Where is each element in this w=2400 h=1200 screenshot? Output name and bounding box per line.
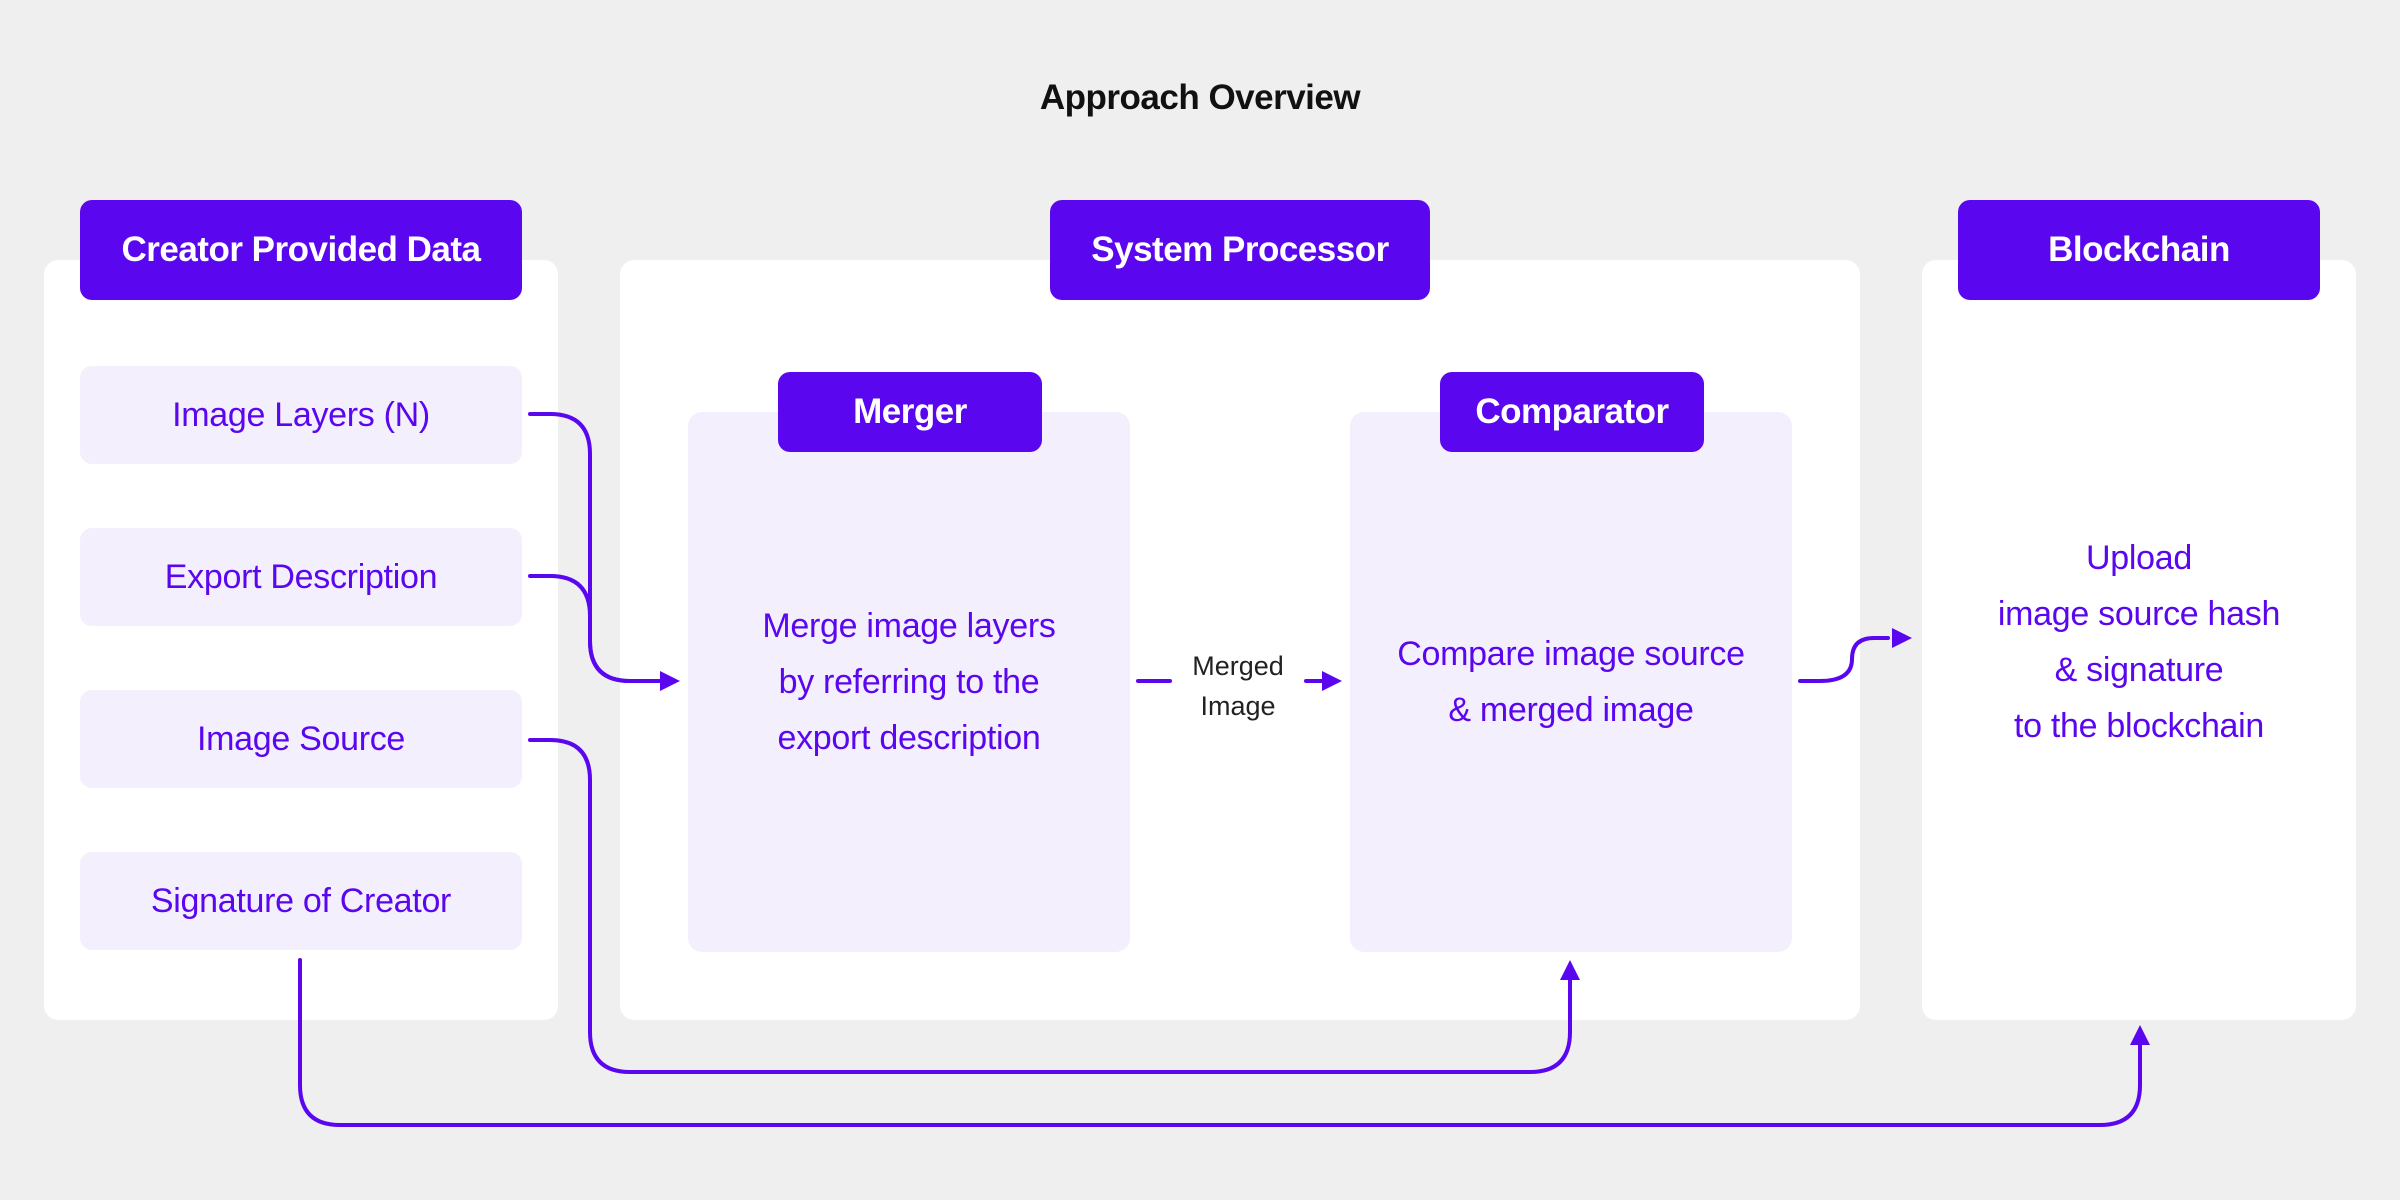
merger-header: Merger <box>778 372 1042 452</box>
item-export-description: Export Description <box>80 528 522 626</box>
edge-label-line: Merged <box>1192 651 1284 681</box>
comparator-line: & merged image <box>1448 691 1694 729</box>
blockchain-description: Upload image source hash & signature to … <box>1922 530 2356 754</box>
merger-line: Merge image layers <box>762 607 1056 645</box>
item-signature-of-creator: Signature of Creator <box>80 852 522 950</box>
comparator-box: Compare image source & merged image <box>1350 412 1792 952</box>
creator-panel-header: Creator Provided Data <box>80 200 522 300</box>
item-image-layers: Image Layers (N) <box>80 366 522 464</box>
merger-line: export description <box>777 719 1041 757</box>
blockchain-line: image source hash <box>1997 595 2281 633</box>
merger-description: Merge image layers by referring to the e… <box>762 598 1055 766</box>
blockchain-header: Blockchain <box>1958 200 2320 300</box>
edge-label-line: Image <box>1200 691 1276 721</box>
comparator-line: Compare image source <box>1397 635 1745 673</box>
blockchain-line: to the blockchain <box>2013 707 2265 745</box>
blockchain-line: & signature <box>2054 651 2224 689</box>
diagram-title: Approach Overview <box>1039 78 1361 117</box>
merger-line: by referring to the <box>778 663 1040 701</box>
blockchain-line: Upload <box>2086 539 2192 577</box>
blockchain-panel <box>1922 260 2356 1020</box>
comparator-description: Compare image source & merged image <box>1397 626 1745 738</box>
merger-box: Merge image layers by referring to the e… <box>688 412 1130 952</box>
arrowhead-blockchain <box>1892 628 1912 648</box>
item-image-source: Image Source <box>80 690 522 788</box>
system-processor-header: System Processor <box>1050 200 1430 300</box>
arrowhead-blockchain-bottom <box>2130 1025 2150 1045</box>
merged-image-label: Merged Image <box>1158 646 1318 726</box>
comparator-header: Comparator <box>1440 372 1704 452</box>
